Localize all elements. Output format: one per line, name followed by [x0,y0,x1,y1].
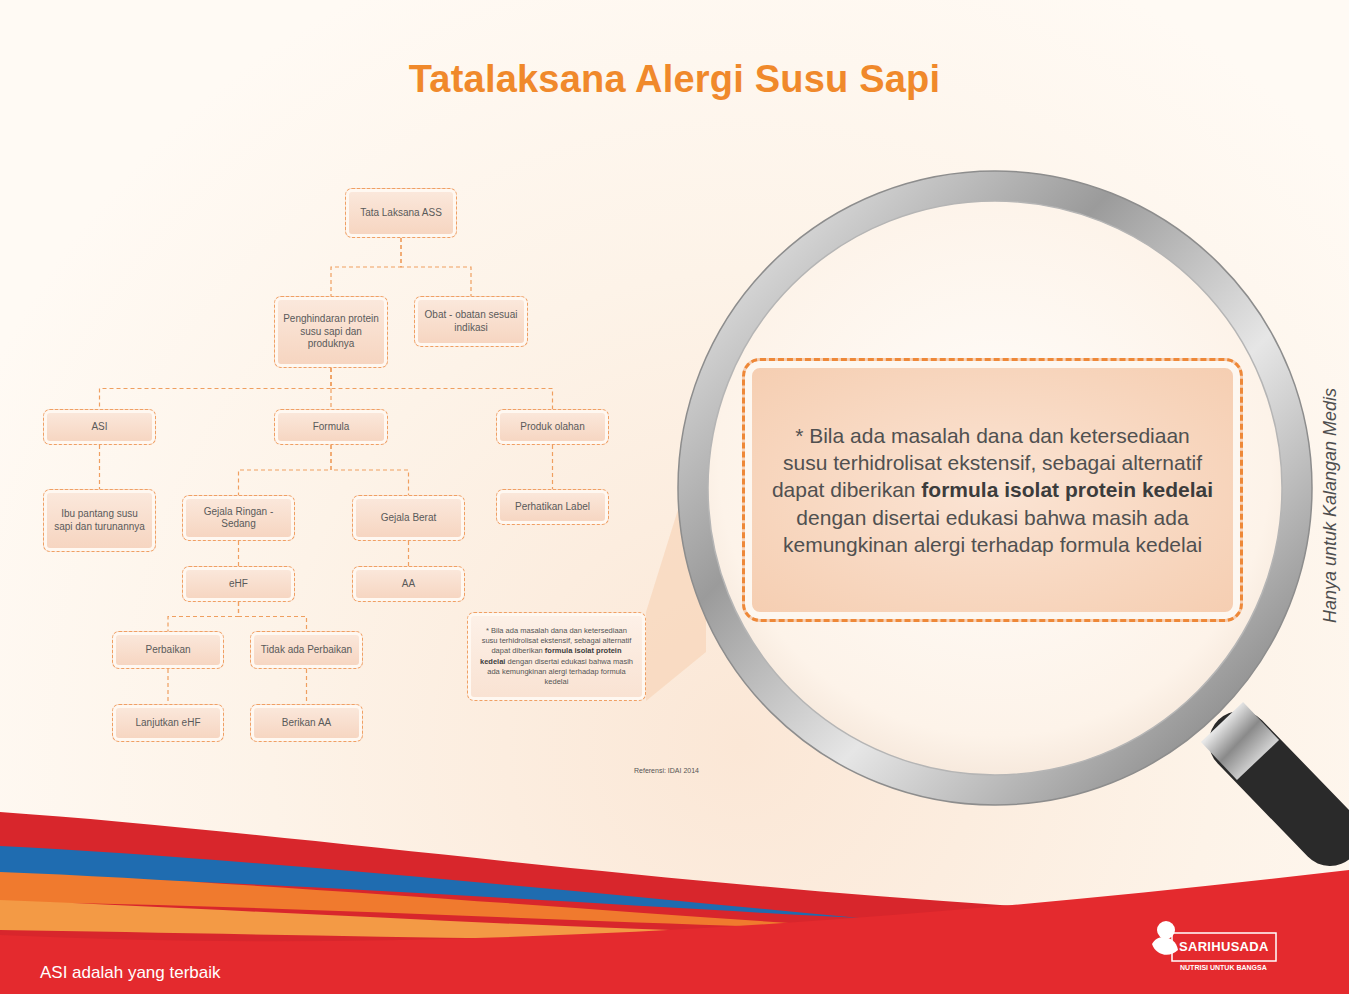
box-label: eHF [229,578,248,591]
box-label: Obat - obatan sesuai indikasi [422,309,520,334]
title: Tatalaksana Alergi Susu Sapi [0,58,1349,101]
note-box: * Bila ada masalah dana dan ketersediaan… [742,358,1243,622]
slogan: ASI adalah yang terbaik [40,963,221,983]
process-box: AA [352,566,465,602]
box-label: Perhatikan Label [515,501,590,514]
connector [331,445,409,495]
connector [100,368,332,409]
note-text: dengan disertai edukasi bahwa masih ada … [487,657,633,686]
process-box: Tata Laksana ASS [345,188,457,238]
note-text: dengan disertai edukasi bahwa masih ada … [783,506,1202,556]
process-box: Gejala Ringan - Sedang [182,495,295,541]
box-label: Formula [313,421,350,434]
connector [238,541,239,566]
ring-edge [708,201,1282,775]
process-box: Perbaikan [112,631,224,669]
connector [167,669,168,704]
note-box: * Bila ada masalah dana dan ketersediaan… [467,612,646,701]
box-label: AA [402,578,415,591]
note-paragraph: * Bila ada masalah dana dan ketersediaan… [478,626,635,687]
box-label: Berikan AA [282,717,331,730]
process-box: Obat - obatan sesuai indikasi [414,296,528,347]
connector [306,669,307,704]
process-box: Perhatikan Label [496,489,609,525]
connector [99,445,100,489]
watermark: Hanya untuk Kalangan Medis [1321,387,1342,622]
box-label: Lanjutkan eHF [135,717,200,730]
connector [168,602,239,631]
wave-band [0,870,1349,994]
box-label: Gejala Berat [381,512,437,525]
connector [401,238,471,296]
logo-frame [1172,933,1276,961]
magnifier-ring [693,186,1297,790]
process-box: Gejala Berat [352,495,465,541]
process-box: Penghindaran protein susu sapi dan produ… [274,296,388,368]
process-box: Formula [274,409,388,445]
connector [239,445,332,495]
connector [239,602,307,631]
process-box: Tidak ada Perbaikan [250,631,363,669]
logo-icon [1152,937,1178,955]
connector [331,368,553,409]
process-box: Ibu pantang susu sapi dan turunannya [43,489,156,552]
box-label: Produk olahan [520,421,585,434]
box-label: ASI [91,421,107,434]
connector [408,541,409,566]
brand-tagline: NUTRISI UNTUK BANGSA [1180,964,1267,971]
box-label: Gejala Ringan - Sedang [190,506,287,531]
connector [552,445,553,489]
process-box: ASI [43,409,156,445]
connector [331,238,401,296]
box-label: Perbaikan [145,644,190,657]
magnifier-lens [707,200,1283,776]
logo-icon [1157,921,1175,939]
wave-band [0,812,1349,994]
note-paragraph: * Bila ada masalah dana dan ketersediaan… [771,422,1214,558]
process-box: eHF [182,566,295,602]
process-box: Produk olahan [496,409,609,445]
note-emphasis: formula isolat protein kedelai [921,478,1213,501]
ring-edge [678,171,1312,805]
box-label: Tidak ada Perbaikan [261,644,352,657]
box-label: Tata Laksana ASS [360,207,442,220]
process-box: Berikan AA [250,704,363,742]
brand-name: SARIHUSADA [1179,939,1269,954]
magnifier-collar [1222,722,1258,760]
reference-note: Referensi: IDAI 2014 [634,767,699,774]
connector [330,368,331,409]
box-label: Penghindaran protein susu sapi dan produ… [282,313,380,351]
box-label: Ibu pantang susu sapi dan turunannya [51,508,148,533]
process-box: Lanjutkan eHF [112,704,224,742]
